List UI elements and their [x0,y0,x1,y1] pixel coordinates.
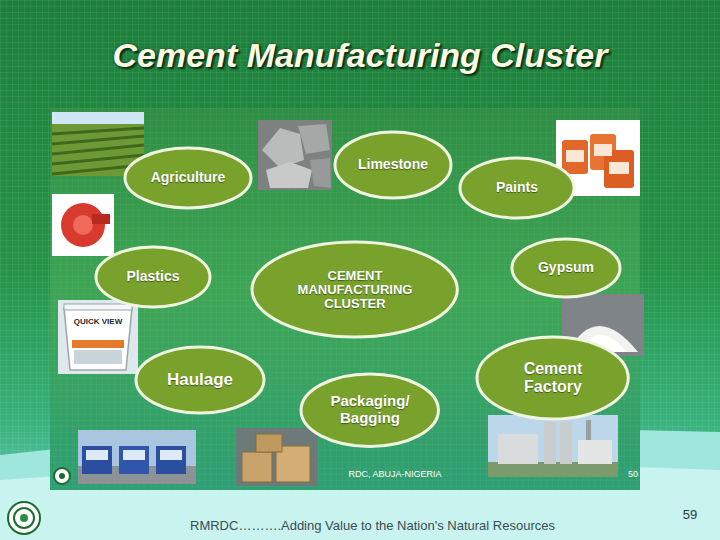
trucks-photo [123,450,145,460]
node-label: Gypsum [538,260,594,275]
factory-photo [586,420,591,440]
paint-buckets-photo [609,162,629,174]
boxes-photo [242,452,272,482]
ellipse-shape [460,158,574,218]
boxes-photo [236,428,318,486]
node-label: Paints [496,180,538,195]
watermark: RDC, ABUJA-NIGERIA [348,470,441,480]
limestone-photo [310,158,331,188]
node-text-group: Agriculture [151,170,226,185]
node-text-group: CEMENT MANUFACTURING CLUSTER [285,269,425,312]
cluster-ellipse: Packaging/ Bagging [299,372,440,449]
plastic-bucket-photo [64,304,132,310]
limestone-photo [298,124,330,154]
trucks-photo [86,450,108,460]
limestone-photo [258,120,332,190]
paint-buckets-photo [566,150,584,162]
ellipse-shape [512,239,620,297]
node-text-group: Paints [496,180,538,195]
plastic-bucket-photo [64,308,132,370]
boxes-photo [256,434,282,452]
cluster-ellipse: Limestone [333,130,453,200]
product-label: QUICK VIEW [74,318,122,327]
rmrdc-logo [8,502,40,534]
node-label: Agriculture [151,170,226,185]
ellipse-shape [252,242,457,337]
ellipse-shape [335,132,451,198]
rmrdc-logo [14,508,34,528]
cluster-ellipse: Agriculture [123,146,253,210]
ellipse-shape [301,374,438,447]
node-text-group: Plastics [127,269,180,284]
cluster-ellipse: Cement Factory [475,335,630,421]
hub-label: CEMENT MANUFACTURING CLUSTER [285,269,425,312]
factory-photo [560,422,572,464]
picture-frame [50,108,640,490]
trucks-photo [78,430,196,484]
inner-logo [59,473,65,479]
paint-buckets-photo [562,140,588,174]
picture-frame [50,108,640,490]
slide-title: Cement Manufacturing Cluster [0,36,720,75]
factory-photo [488,462,618,477]
limestone-photo [266,162,312,188]
hub-ellipse: CEMENT MANUFACTURING CLUSTER [250,240,459,339]
plastic-part-photo [52,194,114,256]
trucks-photo [78,430,196,484]
cluster-ellipse: Plastics [94,245,212,309]
plastic-part-photo [52,194,114,256]
node-text-group: Packaging/ Bagging [325,393,415,426]
ellipse-shape [125,148,251,208]
rmrdc-logo [8,502,40,534]
node-label: Packaging/ Bagging [325,393,415,426]
inner-page-number: 50 [628,470,638,480]
node-label: Haulage [167,371,233,390]
plastic-bucket-photo [74,350,122,364]
trucks-photo [119,446,149,474]
footer-text: RMRDC……….Adding Value to the Nation's Na… [190,519,555,533]
page-number: 59 [683,508,697,522]
node-text-group: Limestone [358,157,428,172]
ellipse-shape [96,247,210,307]
factory-photo [544,422,556,464]
limestone-photo [258,120,332,190]
cluster-ellipse: Gypsum [510,237,622,299]
inner-logo [54,468,70,484]
trucks-photo [160,450,182,460]
ellipse-shape [477,337,628,419]
plastic-bucket-photo [58,300,138,374]
factory-photo [498,434,538,464]
plastic-bucket-photo [58,300,138,374]
trucks-photo [156,446,186,474]
factory-photo [488,415,618,477]
inner-logo [54,468,70,484]
limestone-photo [262,128,304,168]
rmrdc-logo [20,514,28,522]
trucks-photo [82,446,112,474]
plastic-bucket-photo [72,340,124,348]
factory-photo [488,415,618,477]
node-text-group: Gypsum [538,260,594,275]
paint-buckets-photo [594,144,612,156]
node-label: Cement Factory [503,360,603,395]
boxes-photo [236,428,318,486]
plastic-part-photo [61,203,105,247]
node-label: Plastics [127,269,180,284]
node-text-group: Haulage [167,371,233,390]
plastic-part-photo [73,215,93,235]
factory-photo [578,440,612,464]
cluster-ellipse: Paints [458,156,576,220]
ellipse-shape [136,347,264,413]
plastic-part-photo [92,214,110,224]
cluster-ellipse: Haulage [134,345,266,415]
node-label: Limestone [358,157,428,172]
node-text-group: Cement Factory [503,360,603,395]
